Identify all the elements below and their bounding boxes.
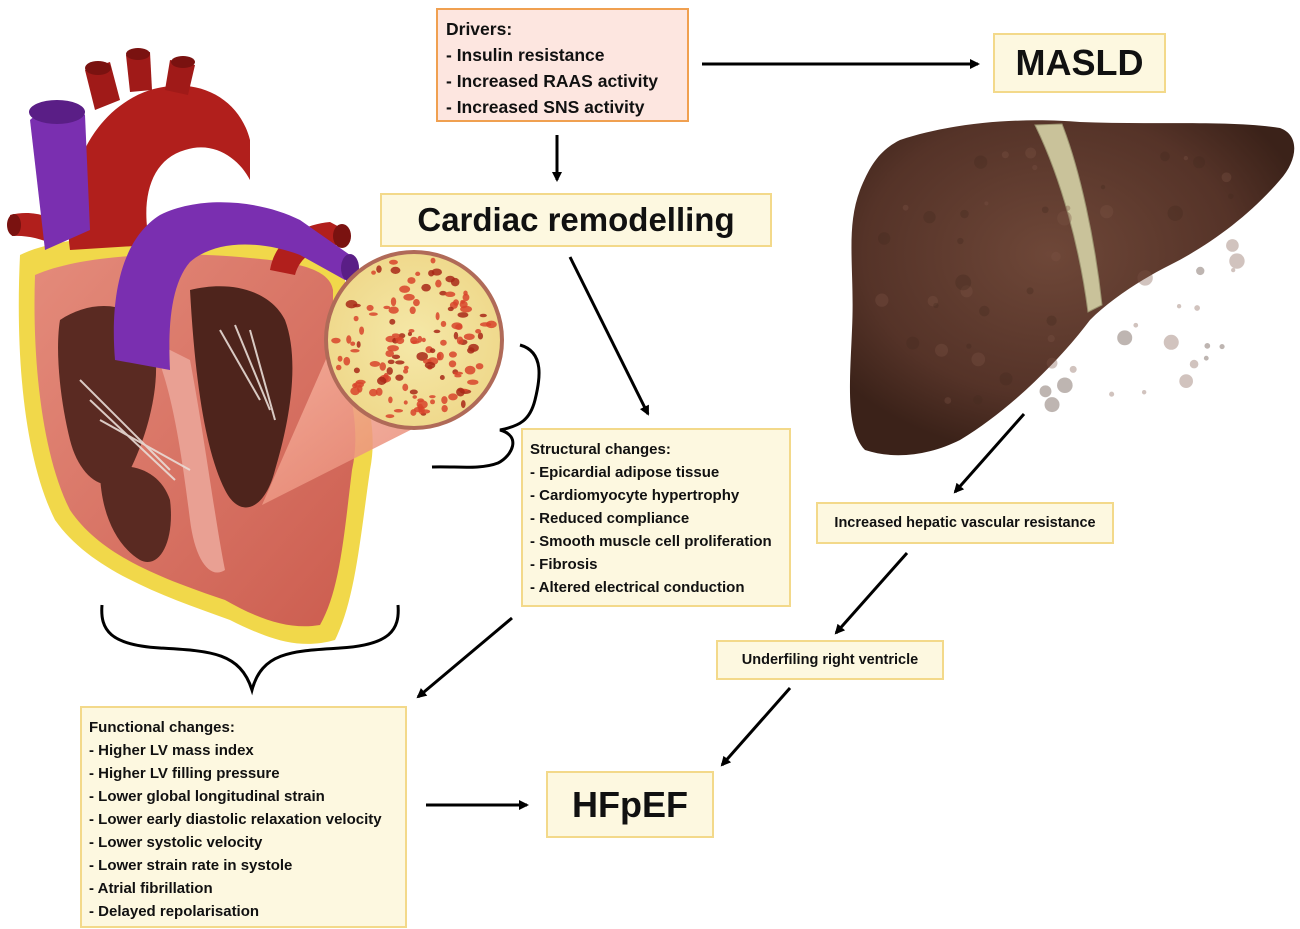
heart-illustration: [7, 48, 373, 644]
liver-illustration: [850, 120, 1294, 455]
underfilling-box: Underfiling right ventricle: [716, 640, 944, 680]
functional-item: - Lower strain rate in systole: [89, 854, 398, 877]
drivers-box: Drivers: - Insulin resistance - Increase…: [436, 8, 689, 122]
cardiac-remodelling-box: Cardiac remodelling: [380, 193, 772, 247]
functional-item: - Higher LV mass index: [89, 739, 398, 762]
functional-title: Functional changes:: [89, 716, 398, 739]
functional-item: - Atrial fibrillation: [89, 877, 398, 900]
arrow-remodelling-to-structural: [570, 257, 648, 414]
functional-item: - Delayed repolarisation: [89, 900, 398, 923]
structural-title: Structural changes:: [530, 438, 782, 461]
hfpef-box: HFpEF: [546, 771, 714, 838]
functional-item: - Lower early diastolic relaxation veloc…: [89, 808, 398, 831]
drivers-title: Drivers:: [446, 16, 679, 42]
structural-item: - Cardiomyocyte hypertrophy: [530, 484, 782, 507]
drivers-item: - Insulin resistance: [446, 42, 679, 68]
functional-item: - Lower global longitudinal strain: [89, 785, 398, 808]
functional-changes-box: Functional changes: - Higher LV mass ind…: [80, 706, 407, 928]
arrow-structural-to-functional: [418, 618, 512, 697]
structural-changes-box: Structural changes: - Epicardial adipose…: [521, 428, 791, 607]
structural-item: - Epicardial adipose tissue: [530, 461, 782, 484]
drivers-item: - Increased RAAS activity: [446, 68, 679, 94]
arrow-hepatic-to-underfilling: [836, 553, 907, 633]
hepatic-resistance-box: Increased hepatic vascular resistance: [816, 502, 1114, 544]
structural-item: - Fibrosis: [530, 553, 782, 576]
structural-item: - Smooth muscle cell proliferation: [530, 530, 782, 553]
masld-box: MASLD: [993, 33, 1166, 93]
structural-item: - Reduced compliance: [530, 507, 782, 530]
functional-item: - Higher LV filling pressure: [89, 762, 398, 785]
drivers-item: - Increased SNS activity: [446, 94, 679, 120]
structural-item: - Altered electrical conduction: [530, 576, 782, 599]
functional-item: - Lower systolic velocity: [89, 831, 398, 854]
arrow-underfilling-to-hfpef: [722, 688, 790, 765]
